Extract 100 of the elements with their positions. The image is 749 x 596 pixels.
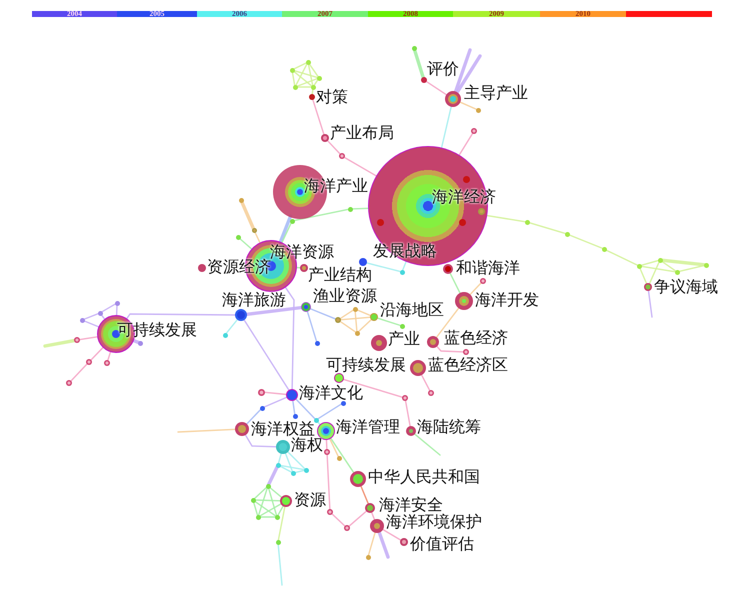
network-link	[312, 98, 325, 136]
network-node	[86, 359, 92, 365]
network-link	[278, 464, 306, 470]
keyword-label: 和谐海洋	[456, 260, 520, 276]
network-link	[253, 486, 268, 500]
network-link	[449, 272, 462, 294]
network-link	[295, 62, 308, 86]
keyword-node	[644, 283, 652, 291]
keyword-label: 海洋权益	[251, 421, 315, 437]
network-link	[354, 310, 358, 332]
network-node	[352, 306, 358, 312]
network-link	[413, 432, 441, 456]
network-link	[244, 306, 304, 316]
network-link	[330, 437, 355, 474]
network-link	[82, 312, 100, 320]
network-link	[252, 500, 258, 516]
network-node	[400, 324, 404, 328]
network-link	[254, 500, 276, 517]
network-link	[254, 499, 282, 502]
network-node	[480, 278, 486, 284]
keyword-node	[370, 313, 378, 321]
network-node	[274, 514, 280, 520]
network-node	[98, 310, 102, 316]
keyword-node	[301, 302, 311, 312]
network-node	[476, 108, 480, 112]
network-node	[324, 449, 330, 455]
network-link	[326, 453, 331, 511]
network-link	[678, 264, 706, 272]
keyword-node	[443, 264, 453, 274]
network-node	[412, 46, 416, 50]
keyword-node	[280, 495, 292, 507]
network-link	[278, 465, 292, 473]
network-link	[292, 70, 312, 87]
network-link	[360, 484, 370, 505]
network-node	[602, 246, 606, 252]
network-node	[366, 554, 370, 560]
network-node	[524, 220, 530, 224]
network-node	[459, 219, 466, 226]
keyword-node	[370, 519, 384, 533]
keyword-label: 海洋旅游	[222, 292, 286, 308]
network-link	[486, 214, 526, 222]
keyword-node	[350, 471, 366, 487]
network-link	[348, 510, 368, 528]
network-node	[292, 414, 298, 418]
network-link	[78, 336, 99, 340]
keyword-label: 沿海地区	[380, 302, 444, 318]
network-link	[425, 80, 448, 96]
network-link	[254, 230, 261, 244]
network-link	[106, 350, 112, 362]
network-link	[357, 318, 372, 333]
network-link	[296, 86, 312, 88]
keyword-label: 发展战略	[373, 243, 437, 259]
network-node	[276, 462, 280, 468]
keyword-label: 产业	[388, 331, 420, 347]
keyword-node	[406, 426, 416, 436]
network-node	[266, 484, 270, 488]
network-node	[250, 498, 256, 502]
network-node	[260, 406, 264, 410]
network-node	[336, 456, 342, 460]
network-link	[436, 345, 465, 353]
network-node	[290, 68, 294, 72]
network-link	[528, 222, 566, 234]
keyword-label: 价值评估	[410, 536, 474, 552]
network-node	[674, 270, 680, 274]
network-link	[286, 450, 306, 470]
network-link	[292, 399, 296, 416]
network-link	[177, 428, 237, 433]
network-link	[648, 289, 653, 318]
network-node	[252, 228, 256, 232]
keyword-label: 海洋管理	[336, 419, 400, 435]
keyword-label: 评价	[427, 61, 459, 77]
network-node	[314, 340, 320, 346]
network-link	[280, 222, 292, 244]
keyword-node	[235, 422, 249, 436]
keyword-label: 海洋开发	[475, 292, 539, 308]
keyword-label: 资源	[294, 492, 326, 508]
network-link	[648, 260, 660, 285]
network-link	[284, 452, 294, 472]
network-link	[568, 234, 604, 250]
keyword-node	[365, 503, 375, 513]
network-link	[308, 62, 314, 86]
network-node	[66, 380, 72, 386]
network-node	[704, 262, 708, 268]
network-link	[356, 308, 372, 316]
network-link	[244, 434, 278, 448]
network-link	[308, 62, 319, 78]
network-link	[278, 452, 282, 464]
network-node	[310, 84, 316, 90]
keyword-label: 主导产业	[464, 85, 528, 101]
network-link	[126, 313, 237, 320]
network-link	[240, 200, 256, 230]
keyword-node	[286, 389, 298, 401]
network-link	[370, 511, 376, 522]
keyword-node	[276, 440, 290, 454]
network-link	[640, 260, 660, 266]
keyword-node	[198, 264, 206, 272]
network-node	[344, 525, 350, 531]
network-link	[277, 542, 283, 586]
keyword-node	[445, 91, 461, 107]
network-link	[292, 208, 350, 222]
